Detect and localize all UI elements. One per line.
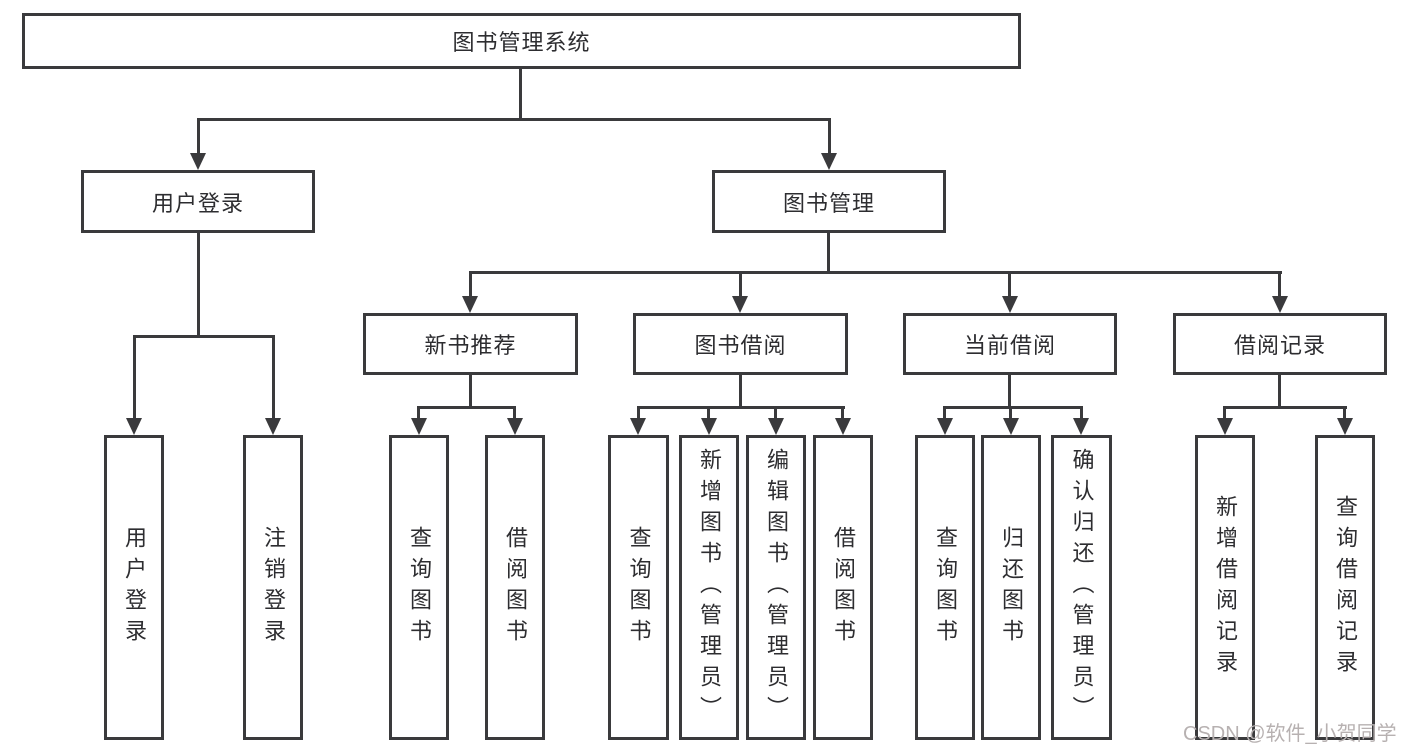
- arrow-down-icon: [630, 418, 646, 435]
- connector-line: [943, 406, 1083, 409]
- node-label: 借阅图书: [831, 525, 856, 650]
- leaf-logout: 注销登录: [243, 435, 303, 740]
- arrow-down-icon: [1003, 418, 1019, 435]
- node-label: 图书借阅: [694, 333, 787, 358]
- arrow-down-icon: [126, 418, 142, 435]
- node-label: 查询图书: [933, 525, 958, 650]
- leaf-confirm-return-admin: 确认归还（管理员）: [1051, 435, 1112, 740]
- node-label: 查询图书: [407, 525, 432, 650]
- connector-line: [1278, 271, 1281, 298]
- node-user-login: 用户登录: [81, 170, 315, 233]
- node-label: 用户登录: [151, 190, 244, 216]
- connector-line: [197, 233, 200, 337]
- connector-line: [774, 406, 777, 420]
- arrow-down-icon: [1217, 418, 1233, 435]
- connector-line: [841, 406, 844, 420]
- node-label: 新书推荐: [424, 333, 517, 358]
- node-label: 新增借阅记录: [1213, 494, 1238, 681]
- connector-line: [417, 406, 420, 420]
- leaf-query-borrow-record: 查询借阅记录: [1315, 435, 1375, 740]
- connector-line: [1008, 375, 1011, 408]
- connector-line: [133, 335, 136, 419]
- connector-line: [1008, 271, 1011, 298]
- node-book-borrow: 图书借阅: [633, 313, 848, 375]
- connector-line: [1223, 406, 1347, 409]
- arrow-down-icon: [462, 296, 478, 313]
- connector-line: [1009, 406, 1012, 420]
- connector-line: [1343, 406, 1346, 420]
- leaf-borrow-books-recommend: 借阅图书: [485, 435, 545, 740]
- leaf-add-borrow-record: 新增借阅记录: [1195, 435, 1255, 740]
- connector-line: [519, 69, 522, 121]
- leaf-query-books-borrow: 查询图书: [608, 435, 669, 740]
- leaf-edit-book-admin: 编辑图书（管理员）: [746, 435, 806, 740]
- node-label: 编辑图书（管理员）: [764, 448, 789, 727]
- connector-line: [417, 406, 516, 409]
- node-label: 图书管理: [782, 190, 875, 216]
- connector-line: [1278, 375, 1281, 408]
- leaf-add-book-admin: 新增图书（管理员）: [679, 435, 739, 740]
- arrow-down-icon: [835, 418, 851, 435]
- leaf-return-book: 归还图书: [981, 435, 1041, 740]
- arrow-down-icon: [732, 296, 748, 313]
- arrow-down-icon: [1073, 418, 1089, 435]
- node-label: 查询借阅记录: [1333, 494, 1358, 681]
- node-label: 确认归还（管理员）: [1069, 448, 1095, 727]
- connector-line: [1080, 406, 1083, 420]
- node-label: 归还图书: [999, 525, 1024, 650]
- connector-line: [469, 271, 1282, 274]
- node-label: 借阅图书: [503, 525, 528, 650]
- node-label: 新增图书（管理员）: [697, 448, 722, 727]
- connector-line: [637, 406, 845, 409]
- arrow-down-icon: [411, 418, 427, 435]
- connector-line: [943, 406, 946, 420]
- watermark-text: CSDN @软件_小贺同学: [1183, 723, 1397, 745]
- node-current-borrow: 当前借阅: [903, 313, 1117, 375]
- connector-line: [827, 233, 830, 274]
- connector-line: [739, 375, 742, 408]
- arrow-down-icon: [190, 153, 206, 170]
- connector-line: [133, 335, 275, 338]
- connector-line: [707, 406, 710, 420]
- arrow-down-icon: [701, 418, 717, 435]
- leaf-borrow-books: 借阅图书: [813, 435, 873, 740]
- connector-line: [469, 375, 472, 408]
- arrow-down-icon: [1002, 296, 1018, 313]
- node-label: 用户登录: [122, 525, 147, 650]
- node-label: 查询图书: [626, 525, 652, 650]
- connector-line: [469, 271, 472, 298]
- connector-line: [1223, 406, 1226, 420]
- arrow-down-icon: [1272, 296, 1288, 313]
- leaf-query-books-current: 查询图书: [915, 435, 975, 740]
- connector-line: [828, 118, 831, 154]
- leaf-user-login: 用户登录: [104, 435, 164, 740]
- leaf-query-books-recommend: 查询图书: [389, 435, 449, 740]
- node-library-system: 图书管理系统: [22, 13, 1021, 69]
- node-label: 注销登录: [261, 525, 286, 650]
- connector-line: [637, 406, 640, 420]
- connector-line: [739, 271, 742, 298]
- arrow-down-icon: [937, 418, 953, 435]
- node-label: 借阅记录: [1233, 333, 1326, 358]
- connector-line: [197, 118, 200, 154]
- arrow-down-icon: [265, 418, 281, 435]
- node-label: 图书管理系统: [452, 30, 591, 55]
- arrow-down-icon: [821, 153, 837, 170]
- connector-line: [513, 406, 516, 420]
- node-book-management: 图书管理: [712, 170, 946, 233]
- node-borrow-records: 借阅记录: [1173, 313, 1387, 375]
- arrow-down-icon: [1337, 418, 1353, 435]
- connector-line: [272, 335, 275, 419]
- connector-line: [197, 118, 831, 121]
- node-label: 当前借阅: [963, 333, 1056, 358]
- node-new-book-recommend: 新书推荐: [363, 313, 578, 375]
- arrow-down-icon: [507, 418, 523, 435]
- arrow-down-icon: [768, 418, 784, 435]
